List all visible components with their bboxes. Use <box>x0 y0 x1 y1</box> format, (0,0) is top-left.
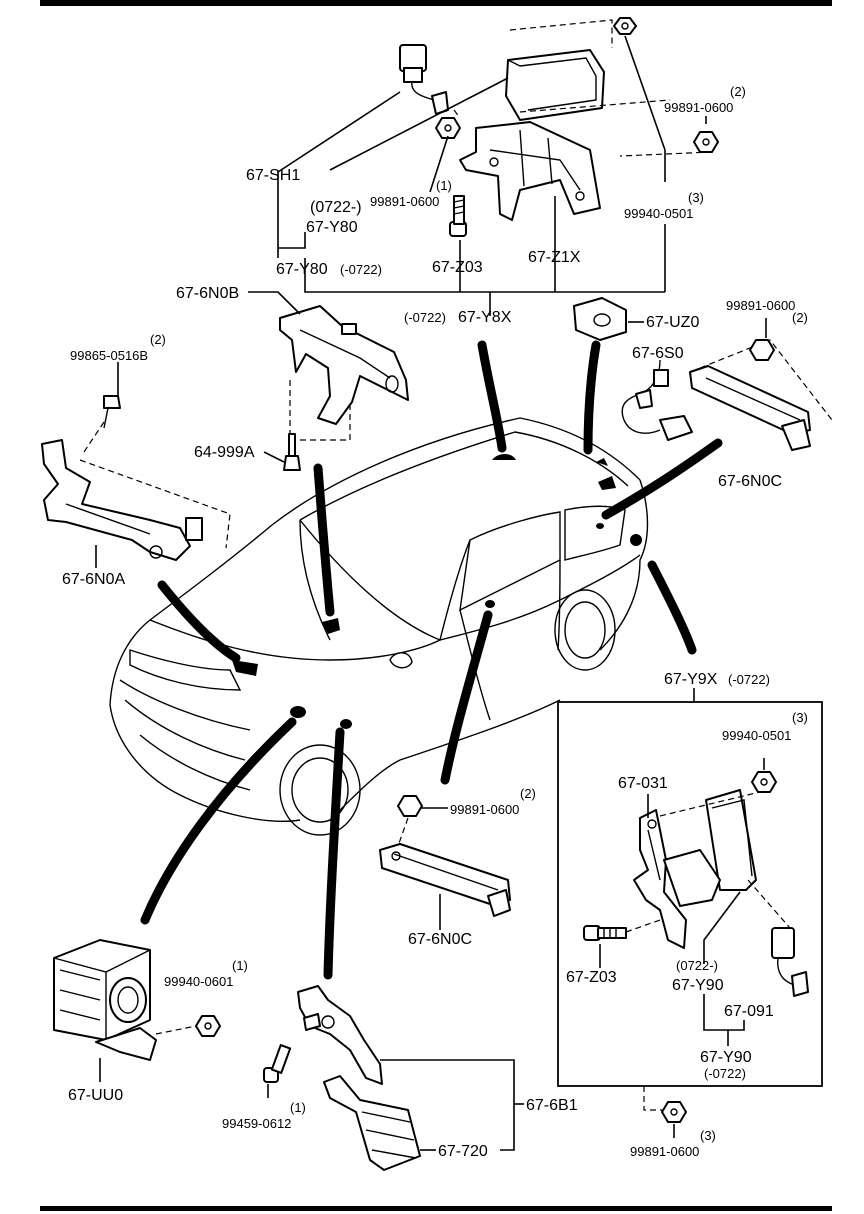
label-67-y8x: 67-Y8X <box>458 309 512 326</box>
label-99891-center: 99891-0600 <box>450 802 519 817</box>
rear-light-marker <box>630 534 642 546</box>
label-67-6b1: 67-6B1 <box>526 1097 578 1114</box>
label-67-6n0c-right: 67-6N0C <box>718 473 782 490</box>
nut-99891-mid <box>435 117 461 139</box>
module-top-cluster <box>505 19 671 121</box>
label-67-y90-start: (0722-) <box>676 958 718 973</box>
qty-99940-top: (3) <box>688 190 704 205</box>
qty-99891-center: (2) <box>520 786 536 801</box>
connector-67-sh1 <box>399 44 449 115</box>
label-67-6n0b: 67-6N0B <box>176 285 239 302</box>
label-99940-top: 99940-0501 <box>624 206 693 221</box>
bracket-67-6b1 <box>297 985 524 1151</box>
roof-mount-marker <box>492 454 516 460</box>
box-callout-lines <box>599 758 791 1111</box>
label-67-y90-end: 67-Y90 <box>700 1049 752 1066</box>
label-67-6s0: 67-6S0 <box>632 345 684 362</box>
box-67-y9x <box>557 701 823 1087</box>
sensor-67-uz0 <box>573 297 644 341</box>
label-99865: 99865-0516B <box>70 348 148 363</box>
screw-64-999a <box>263 433 301 471</box>
label-67-720: 67-720 <box>438 1143 488 1160</box>
label-67-uu0: 67-UU0 <box>68 1087 123 1104</box>
nut-99940-box <box>751 771 777 793</box>
tailgate-marker <box>598 476 616 490</box>
top-callout-lines <box>277 35 713 316</box>
bracket-67-z1x <box>459 121 601 221</box>
top-border-bar <box>40 0 832 6</box>
label-99940-box: 99940-0501 <box>722 728 791 743</box>
label-67-6n0a: 67-6N0A <box>62 571 125 588</box>
connector-67-091 <box>771 927 809 997</box>
qty-99459: (1) <box>290 1100 306 1115</box>
nut-99940-top <box>613 17 637 35</box>
label-67-y90: 67-Y90 <box>672 977 724 994</box>
label-67-z03-top: 67-Z03 <box>432 259 483 276</box>
label-99459: 99459-0612 <box>222 1116 291 1131</box>
bolt-99459-0612 <box>263 1044 292 1098</box>
rear-door-marker <box>596 523 604 529</box>
bolt-67-z03-box <box>583 925 627 941</box>
front-mount-marker <box>232 660 258 676</box>
unit-67-720 <box>323 1075 436 1171</box>
label-99891-bottom: 99891-0600 <box>630 1144 699 1159</box>
nut-99891-top-right <box>693 131 719 153</box>
label-99891-top-right: 99891-0600 <box>664 100 733 115</box>
qty-99891-top-right: (2) <box>730 84 746 99</box>
bottom-border-bar <box>40 1206 832 1211</box>
b-pillar-marker <box>485 600 495 608</box>
label-99891-mid: 99891-0600 <box>370 194 439 209</box>
label-67-y80-start: (0722-) <box>310 199 362 216</box>
qty-99891-bottom: (3) <box>700 1128 716 1143</box>
qty-99891-mid: (1) <box>436 178 452 193</box>
antenna-67-6n0c-center <box>379 795 511 930</box>
bolt-67-z03-top <box>449 195 467 237</box>
qty-99891-right: (2) <box>792 310 808 325</box>
label-67-091: 67-091 <box>724 1003 774 1020</box>
vehicle-outline <box>109 417 649 836</box>
hood-mount-marker <box>322 618 340 634</box>
bracket-67-6n0b <box>248 291 409 441</box>
label-67-z03-box: 67-Z03 <box>566 969 617 986</box>
leader-lines <box>140 340 723 980</box>
label-64-999a: 64-999A <box>194 444 255 461</box>
label-99891-right: 99891-0600 <box>726 298 795 313</box>
label-67-sh1: 67-SH1 <box>246 167 300 184</box>
front-sensor-marker <box>290 706 306 718</box>
label-67-y80: 67-Y80 <box>306 219 358 236</box>
label-67-y8x-date: (-0722) <box>404 310 446 325</box>
label-67-y9x-date: (-0722) <box>728 672 770 687</box>
qty-99940-box: (3) <box>792 710 808 725</box>
label-67-z1x: 67-Z1X <box>528 249 581 266</box>
label-67-y80-end: 67-Y80 <box>276 261 328 278</box>
label-67-uz0: 67-UZ0 <box>646 314 699 331</box>
module-67-y90 <box>663 789 757 907</box>
rear-mount-marker <box>596 458 608 466</box>
part-labels: 67-SH1 (0722-) 67-Y80 67-Y80 (-0722) (2)… <box>62 84 808 1160</box>
antenna-67-6n0c-right <box>689 318 833 451</box>
label-67-y80-end-date: (-0722) <box>340 262 382 277</box>
fender-sensor-marker <box>340 719 352 729</box>
qty-99865: (2) <box>150 332 166 347</box>
label-67-031: 67-031 <box>618 775 668 792</box>
label-67-y90-end-date: (-0722) <box>704 1066 746 1081</box>
label-99940-0601: 99940-0601 <box>164 974 233 989</box>
harness-67-6s0 <box>621 359 693 441</box>
bracket-67-6n0a <box>41 362 231 568</box>
label-67-6n0c-center: 67-6N0C <box>408 931 472 948</box>
nut-99891-bottom <box>661 1101 687 1138</box>
qty-99940-0601: (1) <box>232 958 248 973</box>
label-67-y9x: 67-Y9X <box>664 671 718 688</box>
module-67-uu0 <box>53 939 221 1082</box>
